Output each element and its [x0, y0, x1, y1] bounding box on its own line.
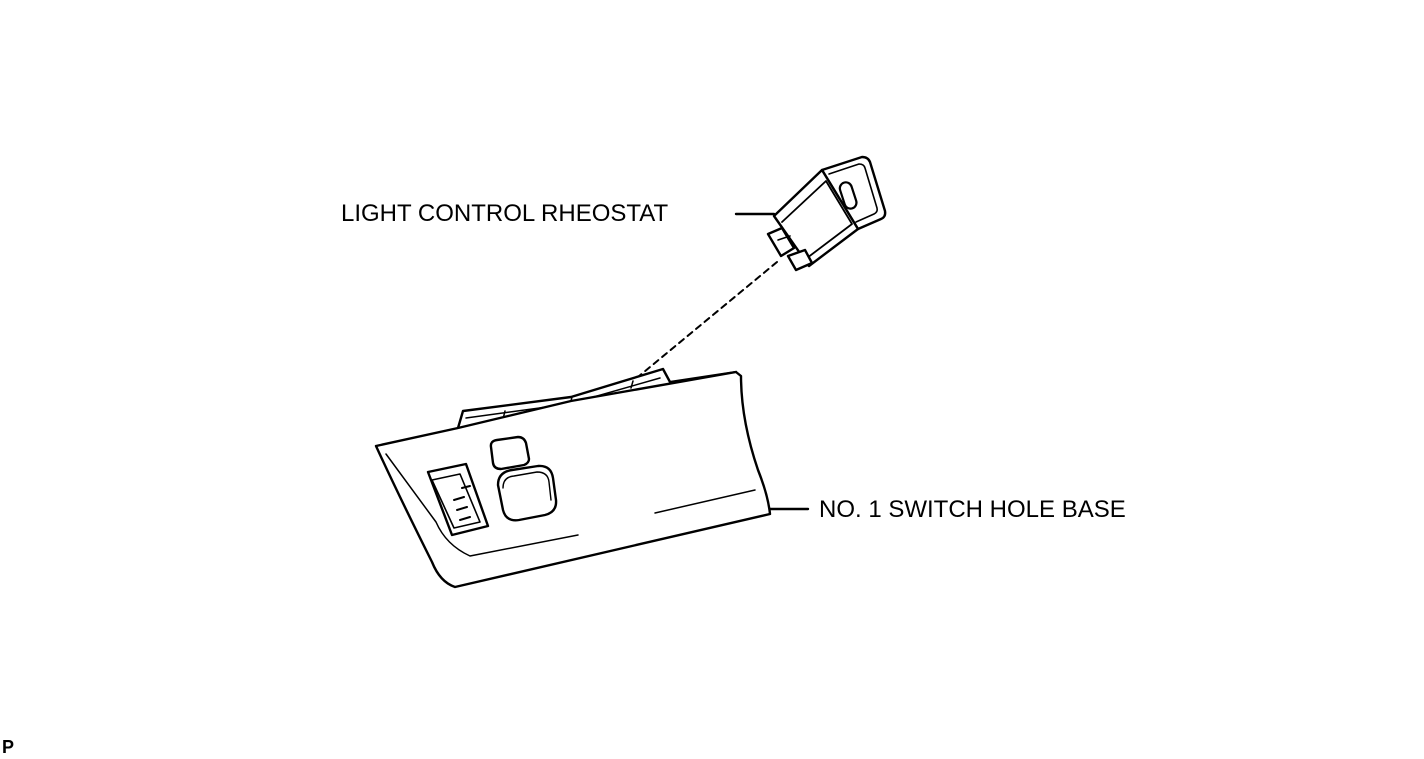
switch-hole-base-label: NO. 1 SWITCH HOLE BASE [819, 496, 1126, 523]
corner-code: P [2, 737, 15, 757]
switch-hole-base [374, 367, 772, 589]
rheostat-label: LIGHT CONTROL RHEOSTAT [341, 200, 669, 227]
light-control-rheostat [766, 155, 887, 272]
